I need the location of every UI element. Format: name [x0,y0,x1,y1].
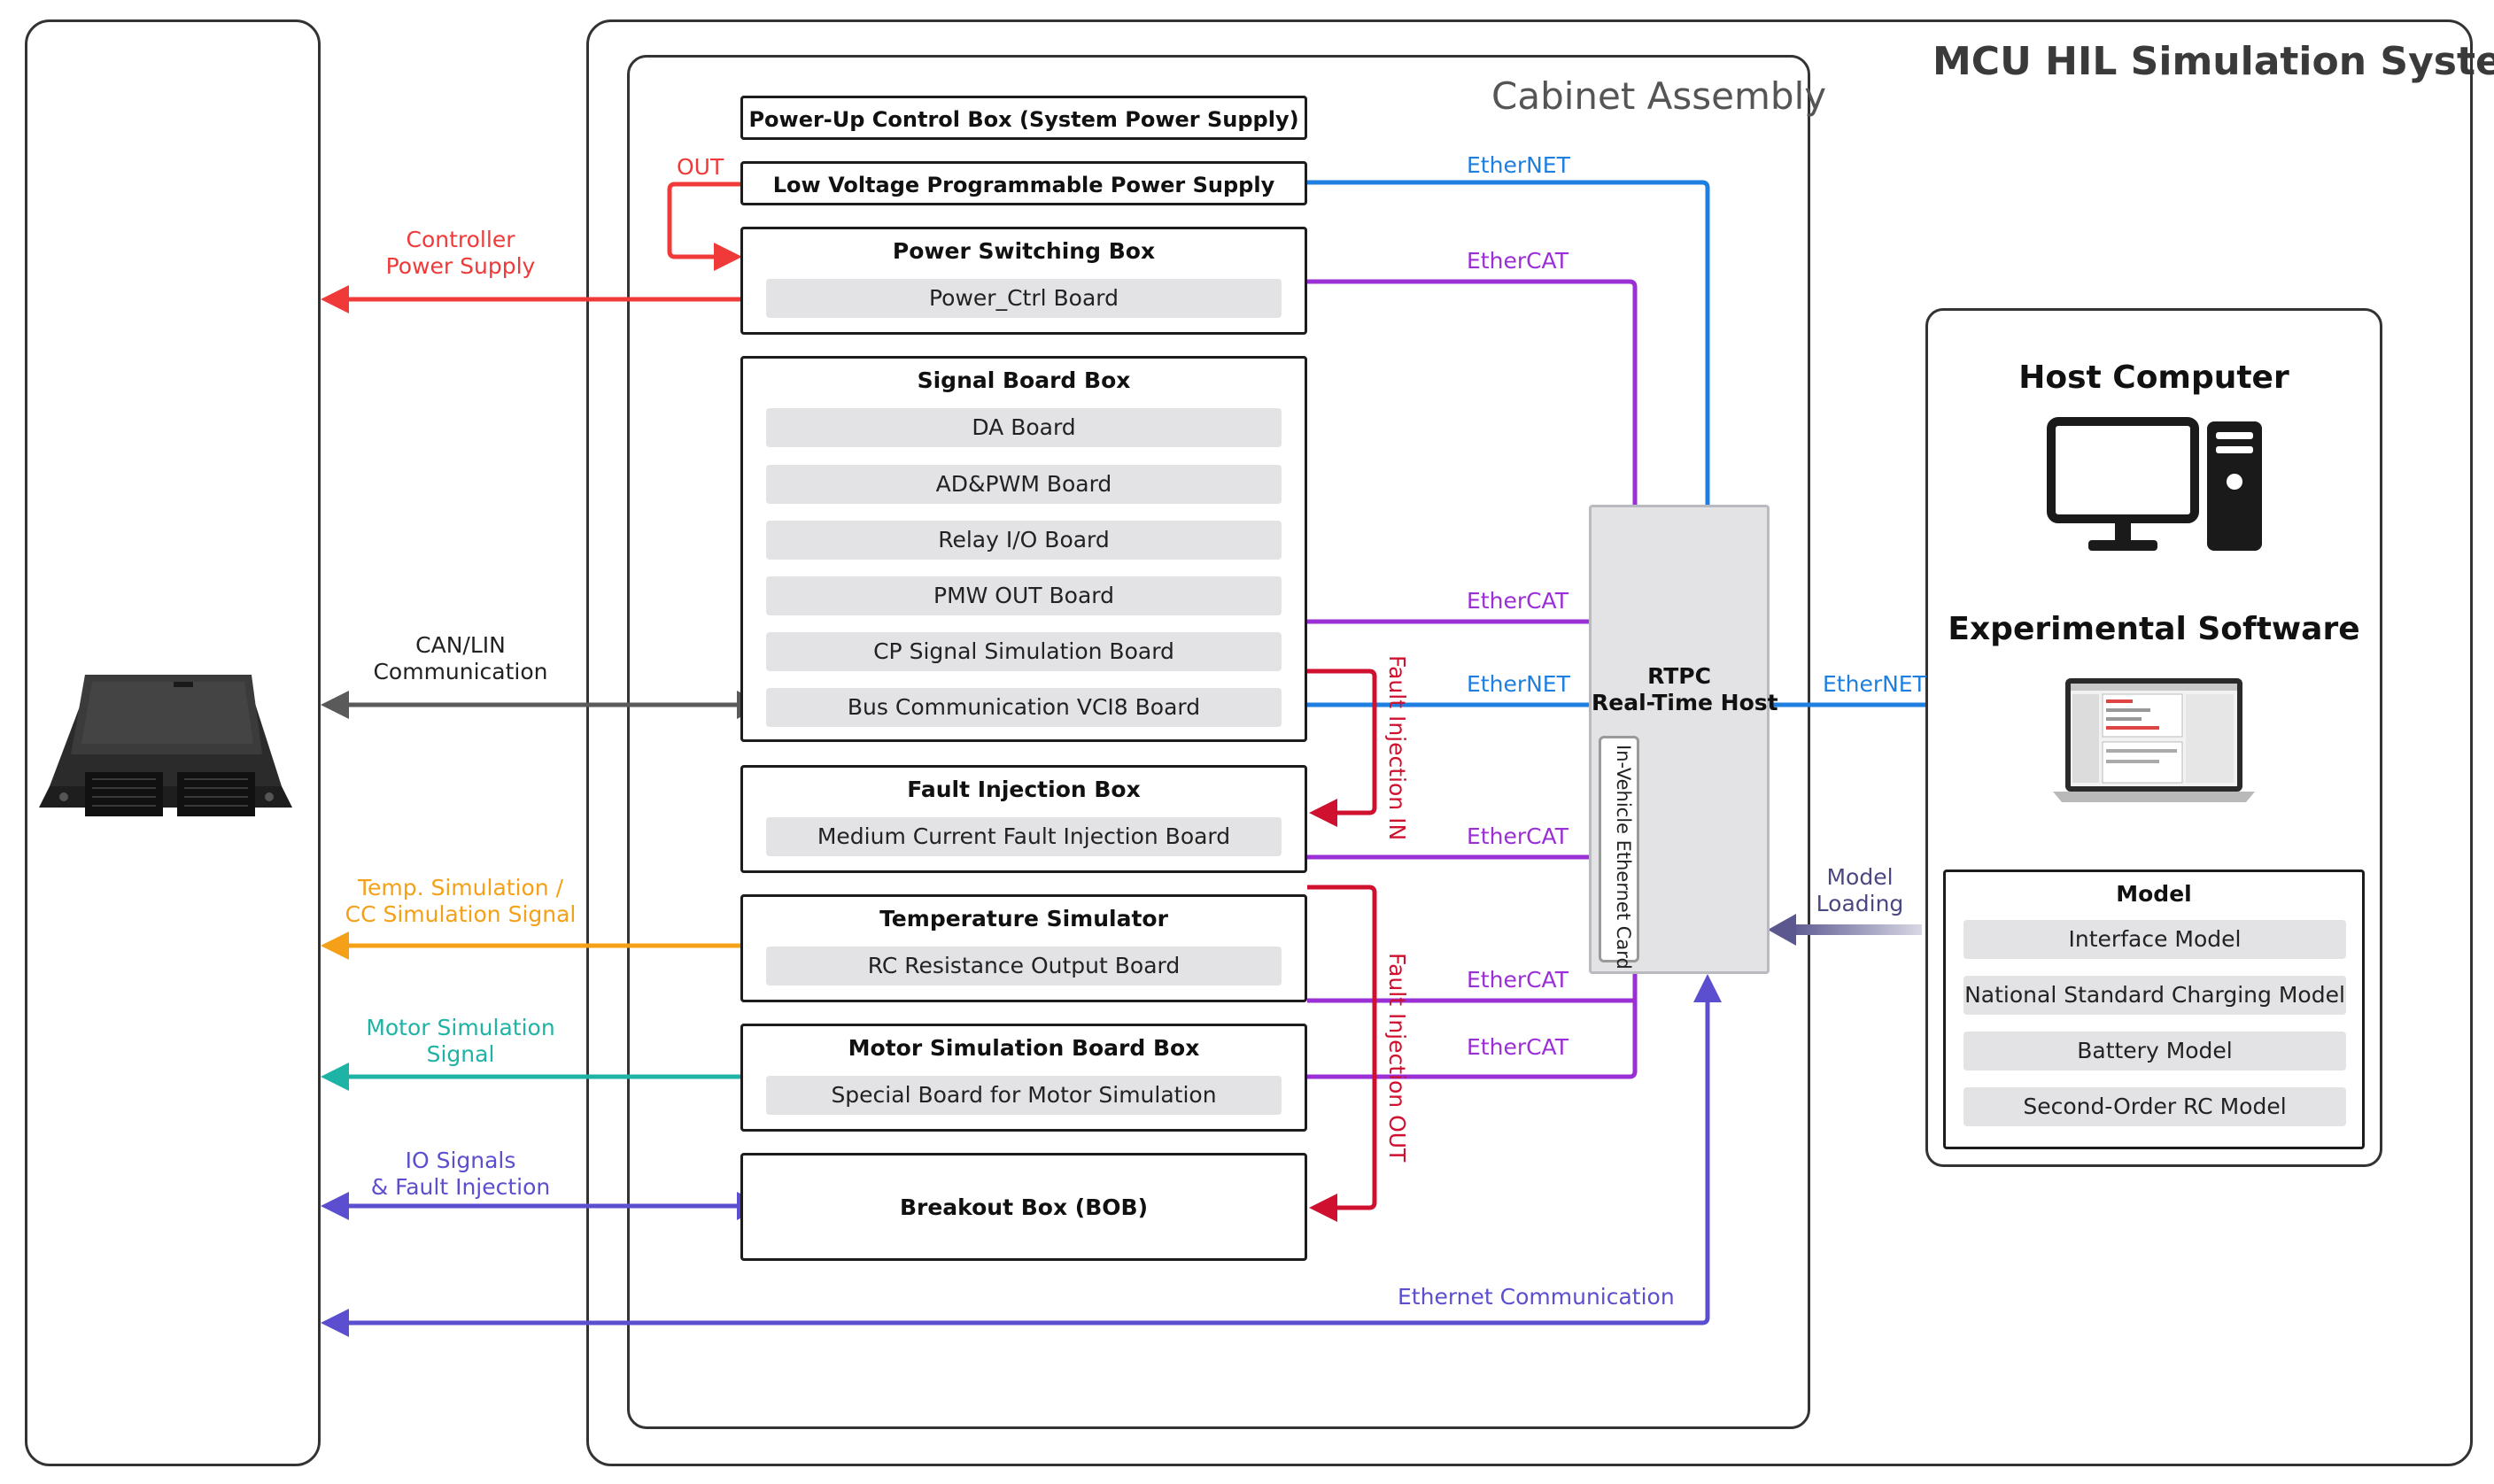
rtpc-subtitle: Real-Time Host [1592,690,1778,715]
desktop-computer-icon [2047,417,2262,551]
motor-sim-label-2: Signal [426,1041,495,1067]
ethercat-label-temp: EtherCAT [1467,967,1568,993]
bus-communication-board: Bus Communication VCI8 Board [766,688,1282,727]
controller-power-label-1: Controller [406,227,515,252]
da-board: DA Board [766,408,1282,447]
temp-sim-arrowhead [321,931,349,960]
ethercat-label-signal: EtherCAT [1467,588,1568,614]
ethercat-label-power: EtherCAT [1467,248,1568,274]
fault-injection-in-label: Fault Injection IN [1384,655,1410,841]
ethernet-label-top: EtherNET [1467,152,1570,178]
motor-special-board: Special Board for Motor Simulation [766,1076,1282,1115]
motor-simulation-box-title: Motor Simulation Board Box [848,1035,1200,1061]
low-voltage-power-supply-box: Low Voltage Programmable Power Supply [740,161,1307,205]
controller-power-arrowhead [321,285,349,313]
model-loading-line [1789,924,1922,935]
ethercat-label-fault: EtherCAT [1467,823,1568,849]
fault-injection-box: Fault Injection Box Medium Current Fault… [740,765,1307,873]
laptop-software-icon [2053,678,2255,802]
power-up-control-box: Power-Up Control Box (System Power Suppl… [740,96,1307,140]
battery-model: Battery Model [1963,1032,2346,1070]
ethernet-comm-arrowhead-left [321,1309,349,1337]
rtpc-box: RTPC Real-Time Host In-Vehicle Ethernet … [1589,505,1778,974]
motor-simulation-box: Motor Simulation Board Box Special Board… [740,1024,1307,1132]
temperature-simulator-box: Temperature Simulator RC Resistance Outp… [740,894,1307,1002]
power-switching-box-title: Power Switching Box [892,238,1156,264]
out-loop-line [667,182,740,259]
power-ctrl-board: Power_Ctrl Board [766,279,1282,318]
temp-sim-label-1: Temp. Simulation / [357,875,564,900]
signal-board-box-title: Signal Board Box [917,367,1131,393]
in-vehicle-ethernet-card [1599,736,1639,962]
ethercat-power-line [1307,279,1638,505]
fault-injection-out-label: Fault Injection OUT [1384,953,1410,1163]
rc-resistance-board: RC Resistance Output Board [766,947,1282,985]
ethercat-motor-line [1307,1001,1638,1079]
io-signals-arrowhead-left [321,1192,349,1220]
model-box-title: Model [2116,881,2192,907]
national-standard-charging-model: National Standard Charging Model [1963,976,2346,1015]
motor-sim-arrowhead [321,1063,349,1091]
relay-io-board: Relay I/O Board [766,521,1282,560]
can-lin-label-2: Communication [373,659,548,684]
out-label: OUT [677,154,724,180]
fault-out-line [1307,885,1377,1210]
cabinet-title: Cabinet Assembly [1491,74,1827,118]
can-lin-arrowhead-left [321,691,349,719]
breakout-box-title: Breakout Box (BOB) [899,1194,1149,1220]
second-order-rc-model: Second-Order RC Model [1963,1087,2346,1126]
ethernet-comm-line [345,1001,1710,1326]
pmw-out-board: PMW OUT Board [766,576,1282,615]
ad-pwm-board: AD&PWM Board [766,465,1282,504]
ethernet-label-bus: EtherNET [1467,671,1570,697]
can-lin-label-1: CAN/LIN [415,632,506,658]
medium-current-fault-board: Medium Current Fault Injection Board [766,817,1282,856]
breakout-box: Breakout Box (BOB) [740,1153,1307,1261]
model-loading-label-2: Loading [1816,891,1904,916]
temperature-simulator-title: Temperature Simulator [879,906,1168,931]
power-switching-box: Power Switching Box Power_Ctrl Board [740,227,1307,335]
ethernet-lowvoltage-line [1307,180,1710,505]
fault-out-arrowhead [1309,1194,1337,1222]
system-title: MCU HIL Simulation System [1932,39,2494,84]
io-signals-label-1: IO Signals [405,1148,516,1173]
fault-in-arrowhead [1309,799,1337,827]
rtpc-title: RTPC [1647,663,1711,689]
experimental-software-title: Experimental Software [1948,611,2360,647]
ethercat-label-motor: EtherCAT [1467,1034,1568,1060]
temp-sim-label-2: CC Simulation Signal [345,901,577,927]
motor-sim-label-1: Motor Simulation [366,1015,555,1040]
io-signals-label-2: & Fault Injection [370,1174,551,1200]
host-computer-title: Host Computer [2018,359,2289,396]
model-box: Model Interface Model National Standard … [1943,870,2365,1149]
ethernet-label-host: EtherNET [1823,671,1926,697]
power-up-control-box-title: Power-Up Control Box (System Power Suppl… [748,107,1299,132]
controller-power-label-2: Power Supply [385,253,536,279]
fault-in-line [1307,669,1377,815]
out-loop-arrowhead [714,243,742,271]
cp-signal-simulation-board: CP Signal Simulation Board [766,632,1282,671]
model-loading-label-1: Model [1826,864,1894,890]
ethernet-comm-label: Ethernet Communication [1398,1284,1675,1310]
signal-board-box: Signal Board Box DA Board AD&PWM Board R… [740,356,1307,742]
in-vehicle-ethernet-card-label: In-Vehicle Ethernet Card [1613,745,1634,970]
low-voltage-power-supply-title: Low Voltage Programmable Power Supply [772,173,1275,197]
ethernet-comm-arrowhead-up [1693,974,1722,1002]
interface-model: Interface Model [1963,920,2346,959]
controller-device-image [39,675,292,816]
model-loading-arrowhead [1768,914,1796,946]
fault-injection-box-title: Fault Injection Box [907,777,1141,802]
